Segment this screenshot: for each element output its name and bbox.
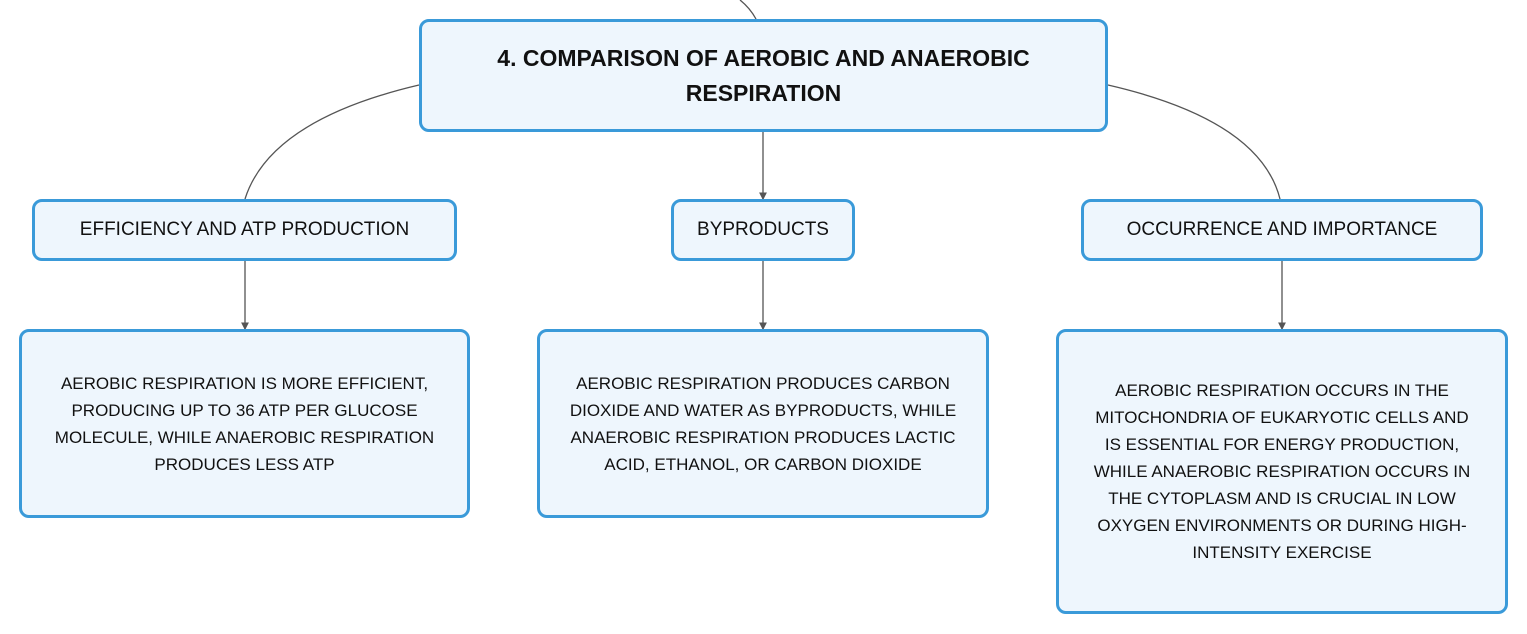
- detail-text-occurrence: AEROBIC RESPIRATION OCCURS IN THE MITOCH…: [1093, 381, 1471, 562]
- connector-root-to-occurrence: [1107, 84, 1281, 200]
- branch-node-byproducts[interactable]: BYPRODUCTS: [671, 199, 855, 261]
- detail-text-efficiency: AEROBIC RESPIRATION IS MORE EFFICIENT, P…: [54, 373, 435, 474]
- detail-node-efficiency[interactable]: AEROBIC RESPIRATION IS MORE EFFICIENT, P…: [19, 329, 470, 518]
- connector-root-to-efficiency: [244, 84, 420, 200]
- root-topic-label: 4. COMPARISON OF AEROBIC AND ANAEROBIC R…: [497, 44, 1030, 106]
- branch-label-byproducts: BYPRODUCTS: [697, 219, 829, 240]
- branch-label-occurrence: OCCURRENCE AND IMPORTANCE: [1126, 219, 1438, 240]
- branch-label-efficiency: EFFICIENCY AND ATP PRODUCTION: [79, 219, 410, 240]
- branch-node-efficiency[interactable]: EFFICIENCY AND ATP PRODUCTION: [32, 199, 457, 261]
- detail-text-byproducts: AEROBIC RESPIRATION PRODUCES CARBON DIOX…: [569, 373, 957, 474]
- branch-node-occurrence[interactable]: OCCURRENCE AND IMPORTANCE: [1081, 199, 1483, 261]
- detail-node-byproducts[interactable]: AEROBIC RESPIRATION PRODUCES CARBON DIOX…: [537, 329, 989, 518]
- root-topic-node[interactable]: 4. COMPARISON OF AEROBIC AND ANAEROBIC R…: [419, 19, 1108, 132]
- connector-parent: [739, 0, 757, 20]
- detail-node-occurrence[interactable]: AEROBIC RESPIRATION OCCURS IN THE MITOCH…: [1056, 329, 1508, 614]
